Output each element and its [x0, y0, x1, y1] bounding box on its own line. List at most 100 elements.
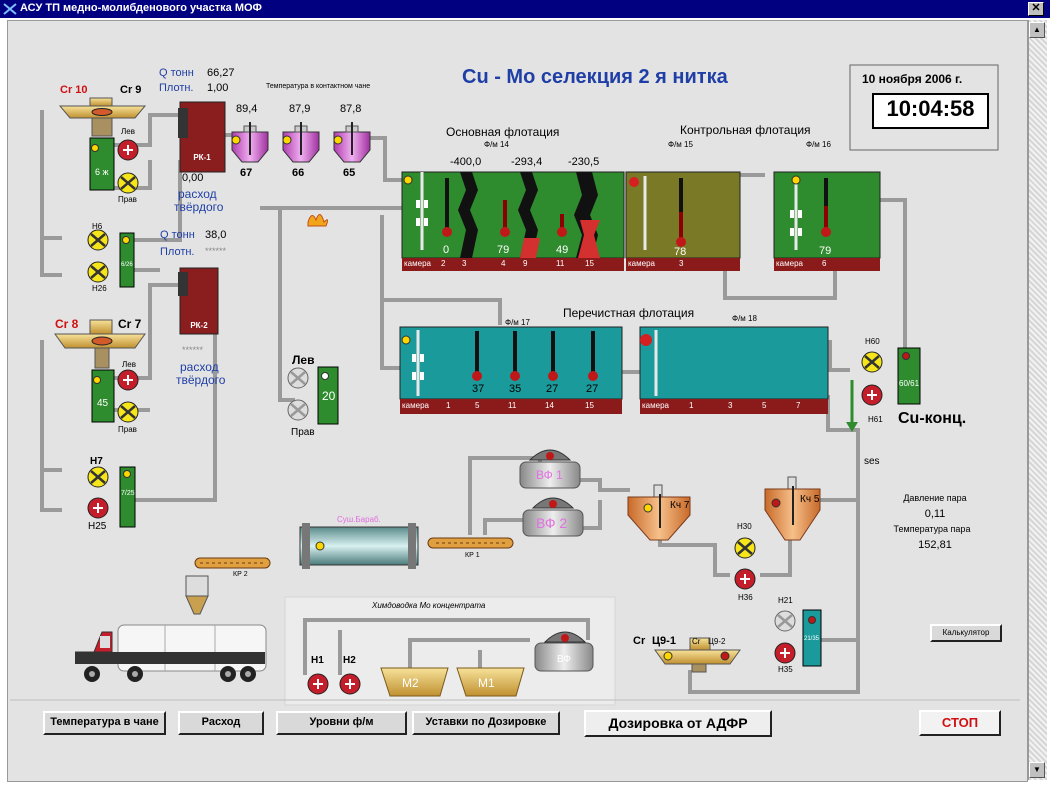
- dosing-settings-button[interactable]: Уставки по Дозировке: [412, 711, 560, 735]
- pump-box-60-61[interactable]: [897, 347, 921, 405]
- conveyor-kr1[interactable]: [427, 537, 514, 549]
- main-level-3: 49: [556, 244, 569, 256]
- control-level-16: 79: [819, 245, 832, 257]
- tank-65-temp: 87,8: [340, 103, 362, 115]
- rk1-vessel[interactable]: РК-1: [178, 101, 226, 173]
- control-15-chamber-3: 3: [679, 259, 684, 268]
- pump-prav-2[interactable]: [117, 401, 139, 423]
- main-chamber-4: 4: [501, 259, 506, 268]
- pump-lev-2[interactable]: [117, 369, 139, 391]
- flotation-control-fm16[interactable]: [773, 171, 881, 271]
- app-icon: [3, 3, 17, 15]
- vertical-scrollbar[interactable]: [1028, 20, 1047, 780]
- pump-h21[interactable]: [774, 610, 796, 632]
- tank-m2-label: M2: [402, 676, 419, 690]
- dryer-drum[interactable]: [299, 523, 419, 569]
- pump-prav-2-label: Прав: [118, 425, 137, 434]
- pump-h7[interactable]: [87, 466, 109, 488]
- control-16-chamber-6: 6: [822, 259, 827, 268]
- calculator-button[interactable]: Калькулятор: [930, 624, 1002, 642]
- pump-lev-1[interactable]: [117, 139, 139, 161]
- pump-box-20[interactable]: [317, 366, 339, 425]
- tank-67-temp: 89,4: [236, 103, 258, 115]
- thickener-kch5[interactable]: [764, 476, 821, 541]
- potential-3: -230,5: [568, 156, 600, 168]
- rk2-vessel[interactable]: РК-2: [178, 267, 219, 335]
- steam-temp-value: 152,81: [918, 539, 952, 551]
- stop-button[interactable]: СТОП: [919, 710, 1001, 736]
- flotation-clean-fm17[interactable]: [399, 326, 623, 414]
- clean-level-2: 35: [509, 383, 522, 395]
- pump-h6[interactable]: [87, 229, 109, 251]
- flotation-control-fm15[interactable]: [625, 171, 741, 271]
- page-title: Cu - Mo селекция 2 я нитка: [462, 66, 728, 88]
- contact-tank-66[interactable]: [282, 122, 320, 163]
- vacuum-filter-2[interactable]: [522, 497, 584, 537]
- main-flotation-title: Основная флотация: [446, 125, 560, 139]
- clean-fm18: Ф/м 18: [732, 314, 757, 323]
- steam-temp-label: Температура пара: [893, 524, 971, 534]
- flow-button[interactable]: Расход: [178, 711, 264, 735]
- pump-h60[interactable]: [861, 351, 883, 373]
- classifier-cr8[interactable]: [54, 319, 146, 369]
- dryer-label: Суш.Бараб.: [337, 515, 381, 524]
- pump-lev-grey[interactable]: [287, 367, 309, 389]
- scroll-down-button[interactable]: ▼: [1029, 762, 1045, 778]
- pump-h35-label: H35: [778, 665, 793, 674]
- clean-17-chamber-11: 11: [508, 401, 517, 410]
- tank-m1[interactable]: [456, 667, 525, 697]
- pump-h26[interactable]: [87, 261, 109, 283]
- cyclone-c9[interactable]: [654, 637, 741, 673]
- pump-lev-2-label: Лев: [122, 360, 136, 369]
- pump-chem-h2[interactable]: [339, 673, 361, 695]
- pump-box-6-26[interactable]: [119, 232, 135, 288]
- clean-17-chamber-15: 15: [585, 401, 594, 410]
- thickener-kch7[interactable]: [627, 484, 691, 541]
- classifier-cr10[interactable]: [58, 97, 147, 137]
- pump-box-7-25[interactable]: [119, 466, 136, 528]
- mnemonic-diagram: РК-1 РК-2: [10, 64, 1020, 706]
- conveyor-kr2[interactable]: [194, 557, 271, 569]
- dosing-adfr-button[interactable]: Дозировка от АДФР: [584, 710, 772, 737]
- main-chamber-label: камера: [404, 259, 431, 268]
- kch7-label: Кч 7: [670, 500, 690, 511]
- flotation-main-fm14[interactable]: [401, 171, 625, 271]
- rk2-flow-label-2: твёрдого: [176, 373, 226, 387]
- contact-tank-67[interactable]: [231, 122, 269, 163]
- steam-pressure-value: 0,11: [924, 508, 946, 520]
- vacuum-filter-1[interactable]: [519, 449, 581, 489]
- rk1-flow-label: расход: [178, 187, 217, 201]
- rk1-flow-value: 0,00: [182, 172, 204, 184]
- pump-chem-h1[interactable]: [307, 673, 329, 695]
- pump-h61[interactable]: [861, 384, 883, 406]
- cyclone-c91-label: Ц9-1: [652, 635, 676, 647]
- levels-button[interactable]: Уровни ф/м: [276, 711, 407, 735]
- rk2-q-label: Q тонн: [160, 229, 195, 241]
- rk1-density-value: 1,00: [207, 82, 229, 94]
- main-level-2: 79: [497, 244, 510, 256]
- clean-level-4: 27: [586, 383, 599, 395]
- pump-h25[interactable]: [87, 497, 109, 519]
- potential-2: -293,4: [511, 156, 543, 168]
- pump-box-21-35[interactable]: [802, 609, 822, 667]
- hopper: [185, 575, 209, 615]
- pump-h25-label: H25: [88, 521, 107, 532]
- contact-tank-65[interactable]: [333, 122, 371, 163]
- main-level-1: 0: [443, 244, 450, 256]
- flotation-clean-fm18[interactable]: [639, 326, 829, 414]
- pump-h35[interactable]: [774, 642, 796, 664]
- scroll-up-button[interactable]: ▲: [1029, 22, 1045, 38]
- close-button[interactable]: ✕: [1028, 2, 1044, 16]
- box-21-35-label: 21/35: [804, 636, 820, 642]
- temperature-in-tank-button[interactable]: Температура в чане: [43, 711, 166, 735]
- vacuum-filter-chem[interactable]: [534, 631, 594, 672]
- tank-m2[interactable]: [380, 667, 449, 697]
- pump-box-6zh[interactable]: [89, 137, 115, 191]
- pump-prav-1-label: Прав: [118, 195, 137, 204]
- pump-h36[interactable]: [734, 568, 756, 590]
- pump-prav-1[interactable]: [117, 172, 139, 194]
- clean-flotation-title: Перечистная флотация: [563, 306, 695, 320]
- tank-66-temp: 87,9: [289, 103, 311, 115]
- pump-prav-grey[interactable]: [287, 399, 309, 421]
- pump-h30[interactable]: [734, 537, 756, 559]
